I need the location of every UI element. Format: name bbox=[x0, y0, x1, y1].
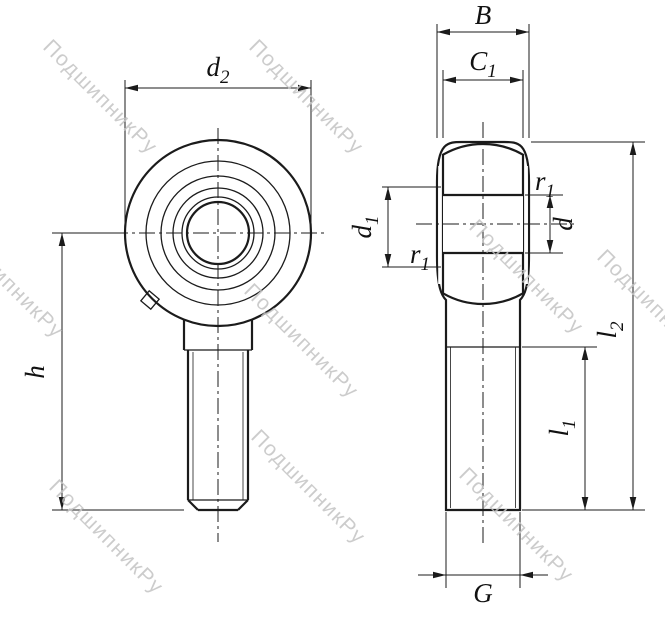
dim-label-B: B bbox=[475, 0, 492, 30]
dim-d1: d1 bbox=[347, 186, 441, 268]
dim-h: h bbox=[20, 232, 184, 511]
dim-label-d1: d1 bbox=[347, 216, 383, 239]
dim-label-h: h bbox=[20, 365, 50, 379]
watermark-text: ПодшипникРу bbox=[592, 245, 665, 369]
dim-l2: l2 bbox=[522, 141, 645, 511]
housing-and-shank-section bbox=[435, 140, 531, 512]
dim-label-d: d bbox=[548, 217, 578, 231]
dim-d2: d2 bbox=[124, 52, 312, 228]
watermark-layer: ПодшипникРу ПодшипникРу ПодшипникРу Подш… bbox=[0, 35, 665, 599]
left-face-gap bbox=[438, 166, 443, 284]
dim-label-G: G bbox=[473, 578, 493, 608]
dim-l1: l1 bbox=[522, 346, 597, 510]
watermark-text: ПодшипникРу bbox=[0, 219, 68, 343]
right-face-gap bbox=[523, 166, 528, 284]
thread-chamfer bbox=[187, 499, 199, 511]
watermark-text: ПодшипникРу bbox=[246, 425, 370, 549]
ball-section bbox=[441, 142, 525, 306]
dim-B: B bbox=[436, 0, 530, 138]
watermark-text: ПодшипникРу bbox=[244, 35, 368, 159]
dim-label-d2: d2 bbox=[207, 52, 231, 88]
watermark-text: ПодшипникРу bbox=[44, 475, 168, 599]
dim-label-C1: C1 bbox=[469, 46, 497, 82]
dim-label-r1-bottom: r1 bbox=[410, 239, 430, 275]
dim-C1: C1 bbox=[442, 46, 524, 138]
shank-front bbox=[182, 319, 254, 512]
dim-G: G bbox=[418, 512, 548, 608]
front-view bbox=[112, 128, 324, 542]
section-view bbox=[416, 122, 576, 545]
dim-label-r1-top: r1 bbox=[535, 166, 555, 202]
dim-d: d bbox=[525, 194, 578, 254]
thread-chamfer bbox=[237, 499, 249, 511]
watermark-text: ПодшипникРу bbox=[38, 35, 162, 159]
dimensions: d2 h B C1 bbox=[20, 0, 645, 608]
dim-label-l2: l2 bbox=[592, 321, 628, 339]
dim-label-l1: l1 bbox=[544, 419, 580, 436]
lube-fitting-mark bbox=[139, 289, 161, 311]
watermark-text: ПодшипникРу bbox=[454, 463, 578, 587]
watermark-text: ПодшипникРу bbox=[239, 279, 363, 403]
